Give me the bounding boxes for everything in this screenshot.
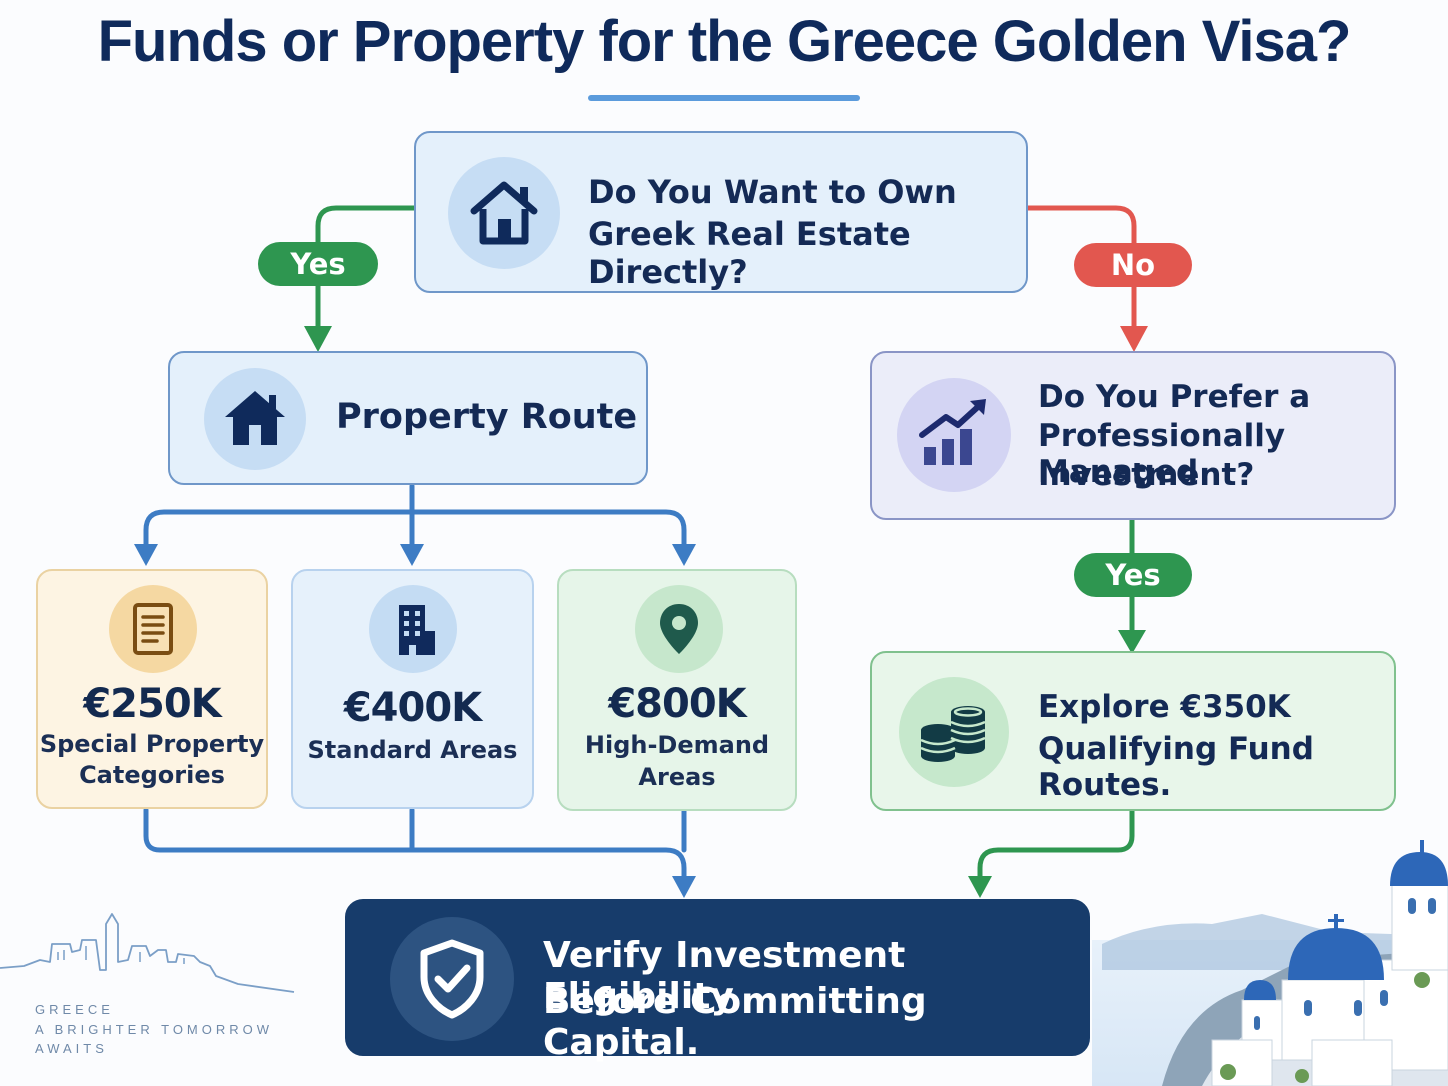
building-icon (399, 605, 435, 655)
q2-yes-arrowhead (1118, 630, 1146, 654)
final-line1: Verify Investment Eligibility (543, 935, 906, 1017)
yes-connector (315, 205, 417, 341)
tier3-label-line1: High-Demand (584, 731, 770, 759)
shield-check-icon (420, 939, 484, 1019)
tier3-label-line2: Areas (638, 763, 716, 791)
property-split-connector (143, 483, 687, 555)
brand-line2: A BRIGHTER TOMORROW (35, 1021, 274, 1037)
tier-standard-areas-card: €400K Standard Areas (291, 569, 534, 809)
tier1-arrowhead (134, 544, 158, 566)
location-pin-icon-circle (635, 585, 723, 673)
house-filled-icon-circle (204, 368, 306, 470)
tier3-arrowhead (672, 544, 696, 566)
fund-to-final-connector (977, 807, 1135, 887)
house-icon (470, 181, 538, 245)
property-route-label: Property Route (336, 397, 638, 437)
fund-route-box: Explore €350K Qualifying Fund Routes. (870, 651, 1396, 811)
document-icon-circle (109, 585, 197, 673)
yes-badge-2: Yes (1074, 553, 1192, 597)
tier1-price: €250K (83, 681, 221, 727)
building-icon-circle (369, 585, 457, 673)
question2-line1: Do You Prefer a (1038, 379, 1311, 415)
tier2-arrowhead (400, 544, 424, 566)
final-right-arrowhead (968, 876, 992, 898)
tier2-price: €400K (343, 685, 482, 731)
page-title: Funds or Property for the Greece Golden … (97, 9, 1352, 74)
question-own-real-estate-box: Do You Want to Own Greek Real Estate Dir… (414, 131, 1028, 293)
brand-line3: AWAITS (35, 1041, 108, 1056)
tiers-merge-connector (143, 807, 687, 887)
property-route-box: Property Route (168, 351, 648, 485)
santorini-illustration (1092, 840, 1448, 1086)
tier-special-property-card: €250K Special Property Categories (36, 569, 268, 809)
tier-high-demand-card: €800K High-Demand Areas (557, 569, 797, 811)
final-left-arrowhead (672, 876, 696, 898)
coins-icon (920, 706, 986, 762)
location-pin-icon (660, 604, 698, 654)
yes-arrowhead (304, 326, 332, 352)
no-connector (1025, 205, 1137, 341)
tier3-price: €800K (608, 681, 746, 727)
question-managed-investment-box: Do You Prefer a Professionally Managed I… (870, 351, 1396, 520)
question2-line2: Professionally Managed (1038, 418, 1286, 490)
question1-line2: Greek Real Estate Directly? (588, 215, 911, 291)
house-filled-icon (225, 391, 285, 445)
title-underline (588, 95, 860, 101)
brand-tagline: GREECE A BRIGHTER TOMORROW AWAITS (35, 1000, 273, 1059)
brand-line1: GREECE (35, 1002, 114, 1017)
yes-badge: Yes (258, 242, 378, 286)
growth-chart-icon (919, 399, 986, 465)
final-line2: Before Committing Capital. (543, 981, 927, 1063)
no-arrowhead (1120, 326, 1148, 352)
verify-eligibility-box: Verify Investment Eligibility Before Com… (345, 899, 1090, 1063)
shield-check-icon-circle (390, 917, 514, 1041)
no-badge: No (1074, 243, 1192, 287)
skyline-illustration (0, 913, 295, 993)
house-icon-circle (448, 157, 560, 269)
fund-route-line2: Qualifying Fund Routes. (1038, 731, 1314, 803)
question1-line1: Do You Want to Own (588, 173, 957, 211)
tier1-label-line2: Categories (79, 761, 225, 789)
fund-route-line1: Explore €350K (1038, 689, 1291, 725)
tier2-label-line1: Standard Areas (307, 736, 518, 764)
question2-line3: Investment? (1038, 457, 1255, 493)
coins-icon-circle (899, 677, 1009, 787)
tier1-label-line1: Special Property (39, 730, 265, 758)
document-icon (133, 603, 173, 655)
growth-chart-icon-circle (897, 378, 1011, 492)
